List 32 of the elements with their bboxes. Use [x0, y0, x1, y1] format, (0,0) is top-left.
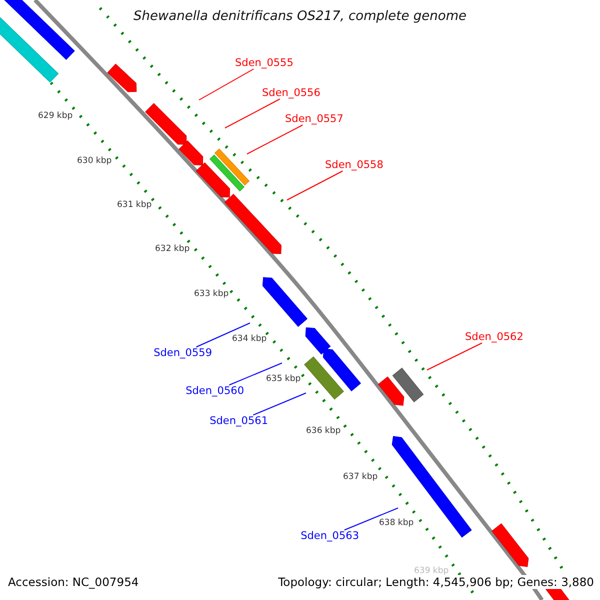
- scale-label: 631 kbp: [117, 200, 152, 210]
- gene-label: Sden_0556: [262, 87, 320, 99]
- scale-label: 629 kbp: [38, 111, 73, 121]
- scale-label: 630 kbp: [77, 156, 112, 166]
- leader-line: [224, 98, 280, 128]
- scale-label: 636 kbp: [306, 426, 341, 436]
- scale-label: 632 kbp: [155, 244, 190, 254]
- gene-label: Sden_0562: [465, 331, 524, 343]
- scale-label: 639 kbp: [414, 566, 449, 576]
- gene-label: Sden_0561: [210, 415, 268, 427]
- leader-line: [196, 322, 250, 348]
- leader-line: [198, 68, 254, 100]
- gene-label: Sden_0557: [285, 113, 344, 125]
- gene-label: Sden_0563: [300, 530, 359, 542]
- gene-label: Sden_0559: [154, 347, 212, 359]
- leader-line: [246, 124, 304, 154]
- scale-label: 635 kbp: [266, 374, 301, 384]
- gene-label: Sden_0560: [186, 385, 244, 397]
- scale-label: 634 kbp: [232, 334, 267, 344]
- leader-line: [252, 392, 306, 416]
- scale-label: 637 kbp: [343, 472, 378, 482]
- leader-line: [426, 342, 482, 370]
- gene-label: Sden_0555: [235, 57, 294, 69]
- gene-label: Sden_0558: [325, 159, 384, 171]
- leader-line: [228, 362, 282, 386]
- leader-line: [344, 508, 398, 530]
- title: Shewanella denitrificans OS217, complete genome: [132, 9, 468, 24]
- info-text: Topology: circular; Length: 4,545,906 bp; Genes: 3,880: [278, 575, 594, 589]
- scale-label: 638 kbp: [379, 518, 414, 528]
- info-text: Accession: NC_007954: [8, 575, 139, 589]
- scale-label: 633 kbp: [194, 289, 229, 299]
- leader-line: [286, 170, 344, 200]
